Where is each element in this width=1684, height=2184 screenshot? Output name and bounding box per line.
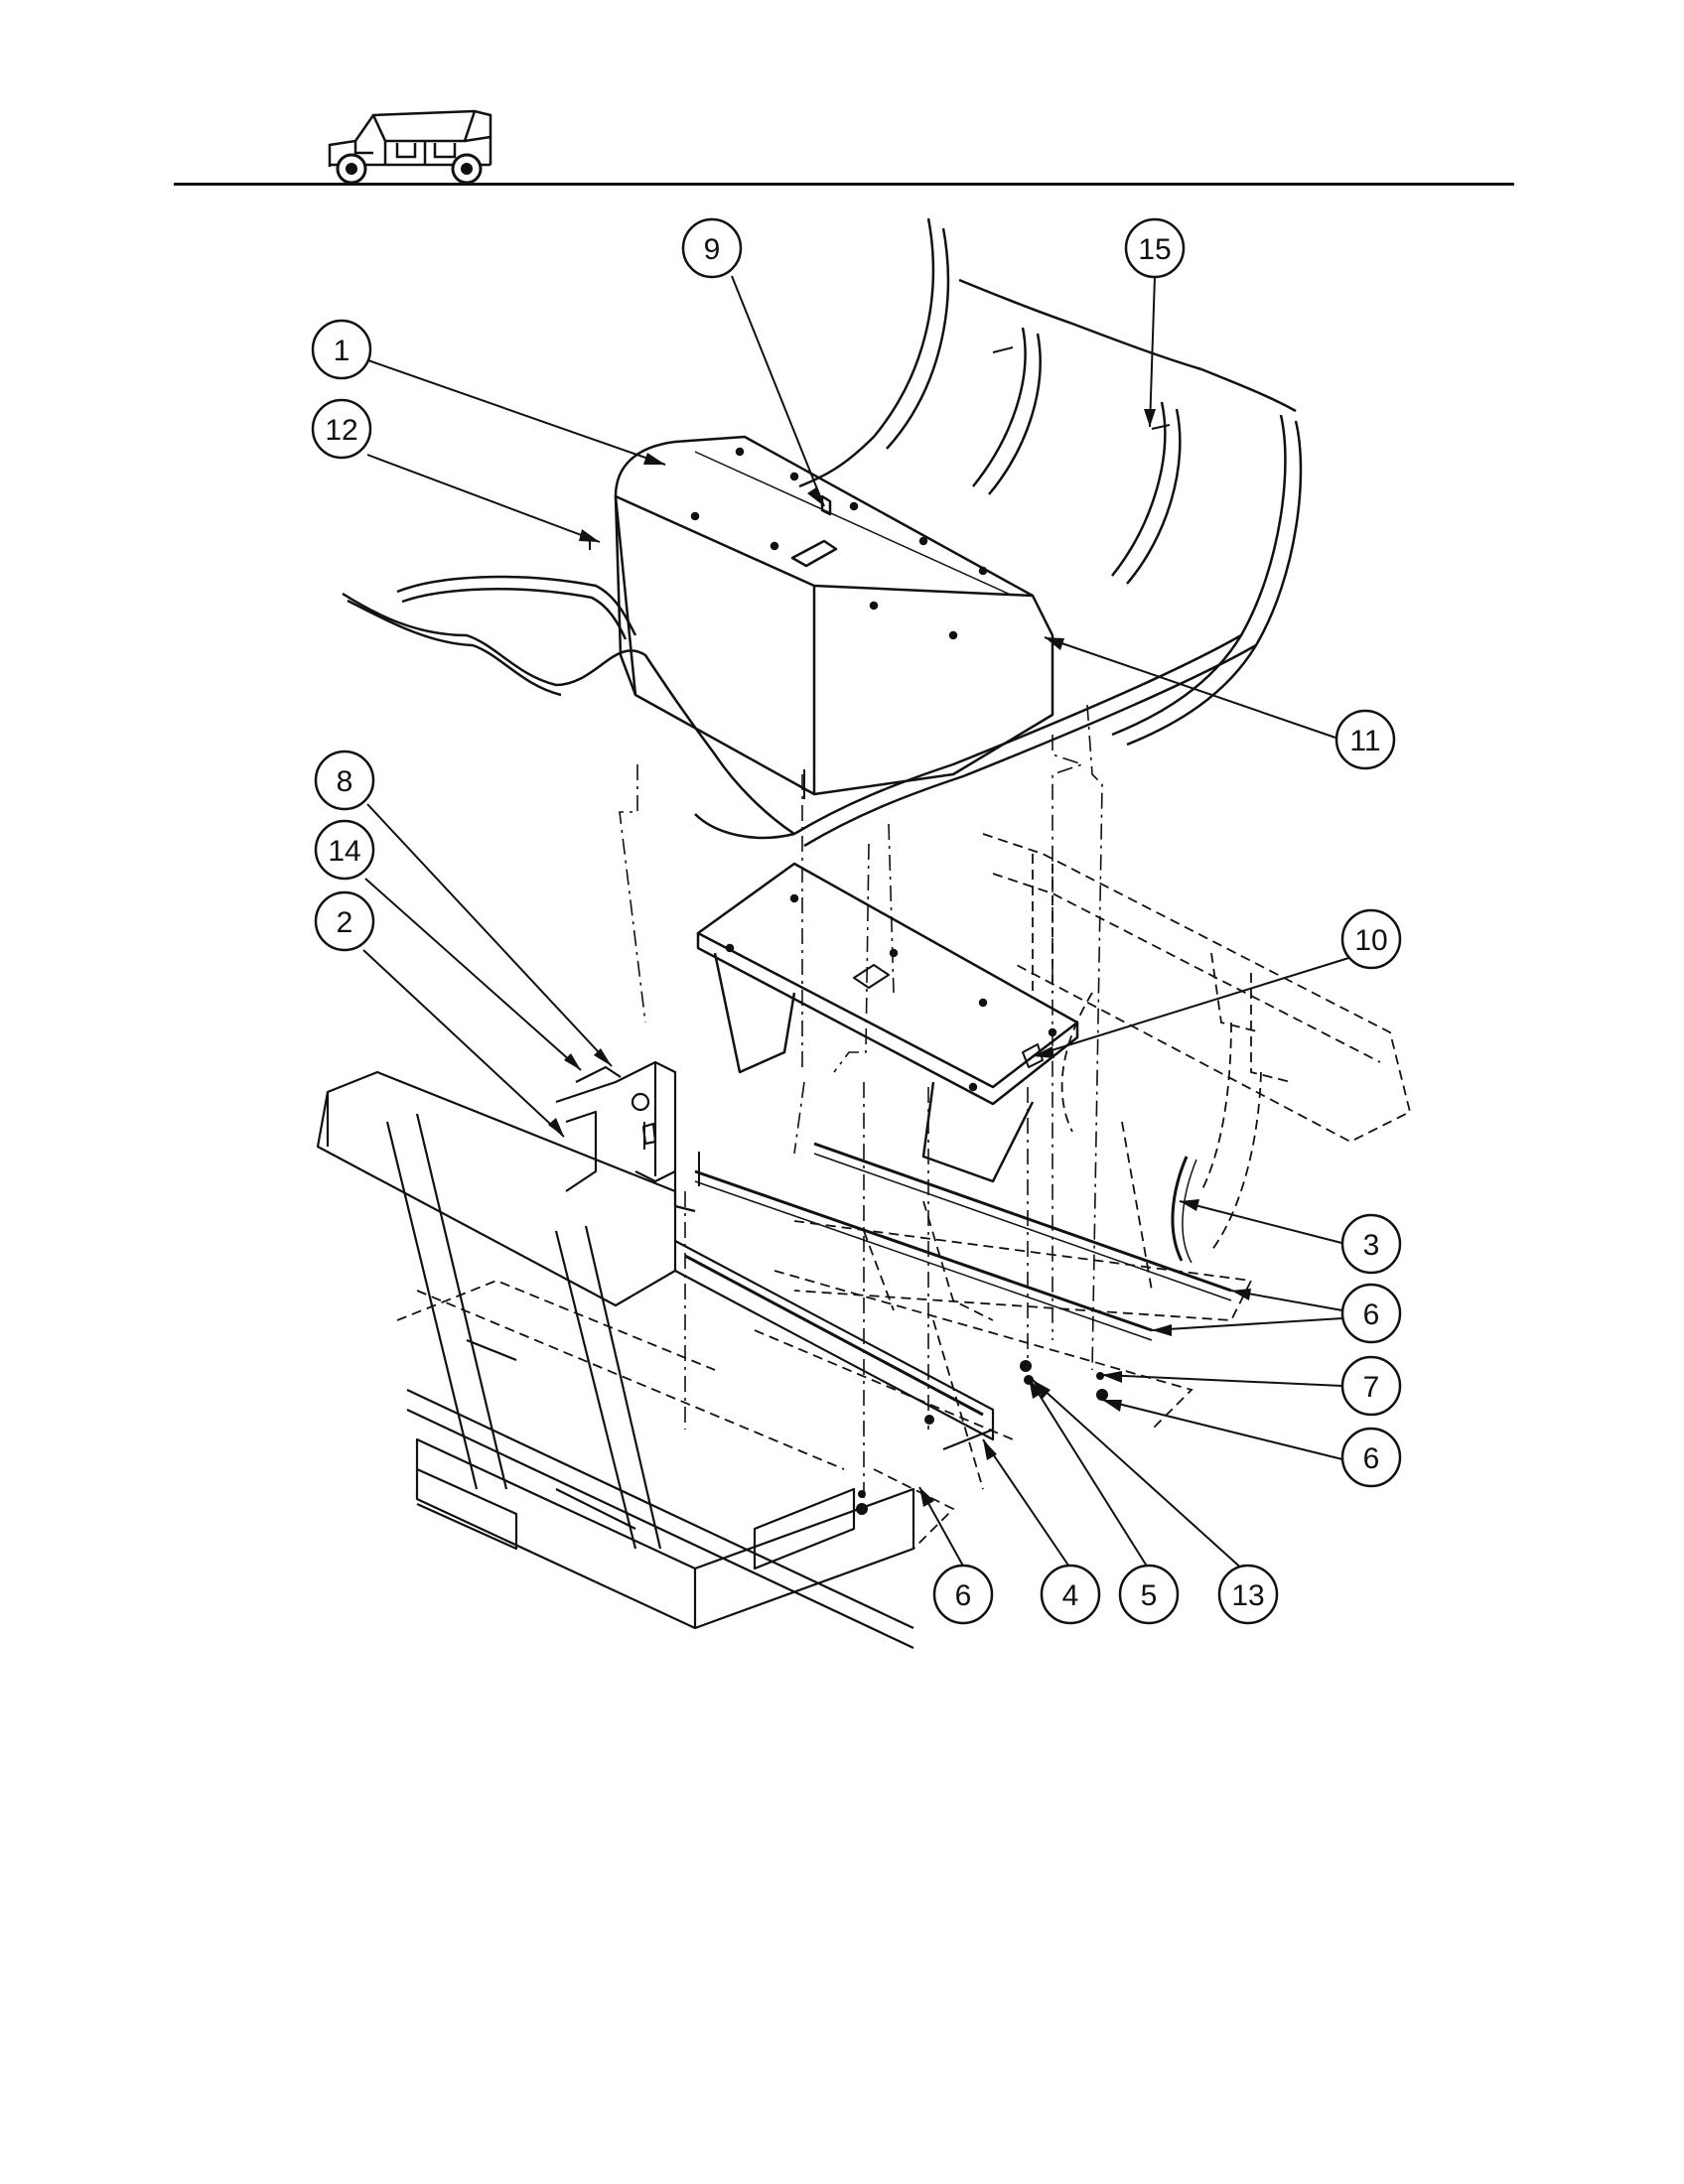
callout-15: 15 — [1124, 217, 1186, 279]
callout-15-label: 15 — [1138, 233, 1171, 266]
callout-10-label: 10 — [1354, 924, 1387, 957]
callout-3-label: 3 — [1363, 1229, 1380, 1262]
callout-2: 2 — [314, 890, 375, 952]
callout-6-nut-label: 6 — [1363, 1442, 1380, 1475]
callout-5-label: 5 — [1141, 1579, 1158, 1612]
callout-12-label: 12 — [325, 414, 357, 447]
battery-tray — [694, 862, 1232, 1341]
alignment-lines — [619, 704, 1103, 1499]
callout-13: 13 — [1217, 1564, 1279, 1625]
callout-1-label: 1 — [334, 335, 351, 367]
leader-lines — [362, 275, 1359, 1581]
callout-10: 10 — [1340, 908, 1402, 970]
callout-6-rails-label: 6 — [1363, 1298, 1380, 1331]
frame-assembly — [316, 540, 1197, 1649]
callout-6-front-label: 6 — [955, 1579, 972, 1612]
frame-rear-dashed — [396, 833, 1412, 1550]
callout-11-label: 11 — [1349, 725, 1380, 757]
header-rule — [174, 183, 1514, 186]
callout-4-label: 4 — [1062, 1579, 1079, 1612]
callout-6-front: 6 — [932, 1564, 994, 1625]
utility-vehicle-icon — [328, 109, 492, 185]
callout-9: 9 — [681, 217, 743, 279]
fasteners — [856, 1360, 1108, 1515]
callout-6-rails: 6 — [1340, 1283, 1402, 1344]
callout-4: 4 — [1040, 1564, 1101, 1625]
callout-6-nut: 6 — [1340, 1427, 1402, 1488]
callout-7-label: 7 — [1363, 1371, 1380, 1404]
callout-1: 1 — [311, 319, 372, 380]
callout-5: 5 — [1118, 1564, 1180, 1625]
body-tub — [342, 217, 1303, 848]
callout-14: 14 — [314, 819, 375, 881]
leader-arrowheads — [548, 409, 1251, 1507]
callout-3: 3 — [1340, 1213, 1402, 1275]
callout-7: 7 — [1340, 1355, 1402, 1417]
callout-13-label: 13 — [1231, 1579, 1264, 1612]
callout-8: 8 — [314, 750, 375, 811]
callout-14-label: 14 — [328, 835, 360, 868]
callout-12: 12 — [311, 398, 372, 460]
callout-8-label: 8 — [337, 765, 353, 798]
callout-9-label: 9 — [704, 233, 721, 266]
callout-2-label: 2 — [337, 906, 353, 939]
callout-11: 11 — [1334, 709, 1396, 770]
